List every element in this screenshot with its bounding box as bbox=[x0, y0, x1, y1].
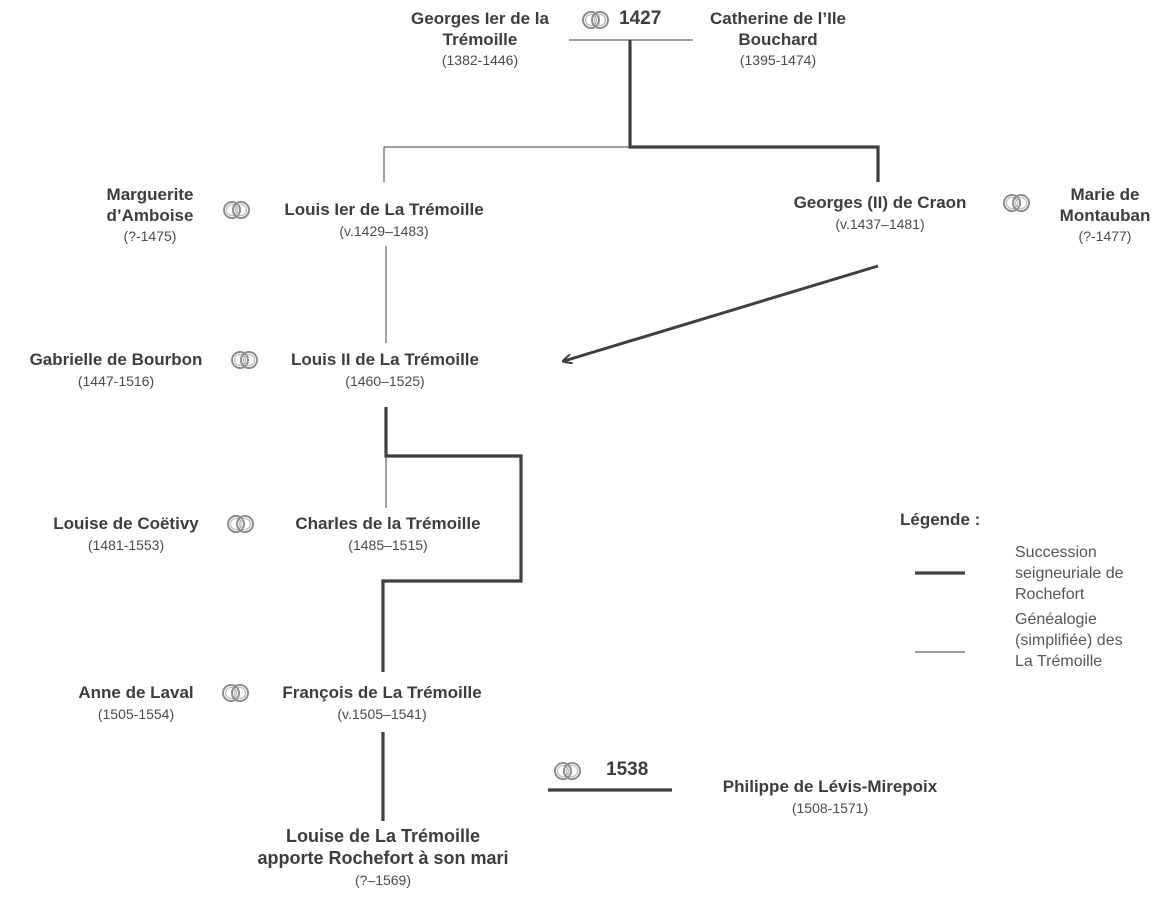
person-name: Louise de Coëtivy bbox=[53, 514, 199, 533]
person-gabrielle: Gabrielle de Bourbon (1447-1516) bbox=[6, 350, 226, 390]
person-name: Charles de la Trémoille bbox=[295, 514, 481, 533]
person-dates: (1382-1446) bbox=[441, 52, 519, 69]
legend-text-line: La Trémoille bbox=[1015, 652, 1103, 670]
wedding-rings-icon bbox=[554, 762, 581, 780]
succession-line-georges1-georges2 bbox=[628, 40, 880, 182]
person-name: Bouchard bbox=[738, 29, 818, 49]
person-name: Montauban bbox=[1059, 205, 1151, 225]
person-georges-ii: Georges (II) de Craon (v.1437–1481) bbox=[770, 193, 990, 233]
wedding-rings-icon bbox=[582, 11, 609, 29]
marriage-year-1538: 1538 bbox=[606, 759, 649, 780]
wedding-rings-icon bbox=[231, 351, 258, 369]
person-name: François de La Trémoille bbox=[282, 683, 482, 702]
person-georges-ier: Georges Ier de la Trémoille (1382-1446) bbox=[380, 9, 580, 70]
genealogy-line-georges1-louis1 bbox=[383, 146, 630, 182]
person-philippe: Philippe de Lévis-Mirepoix (1508-1571) bbox=[705, 777, 955, 817]
person-name: Marie de bbox=[1070, 185, 1140, 204]
person-name: Louise de La Trémoille bbox=[285, 826, 481, 846]
person-name: Catherine de l’Ile bbox=[709, 9, 847, 28]
person-dates: (?–1569) bbox=[354, 871, 412, 888]
person-charles: Charles de la Trémoille (1485–1515) bbox=[268, 514, 508, 554]
succession-line-louis2-francois bbox=[381, 407, 523, 672]
person-name: Anne de Laval bbox=[78, 683, 194, 702]
person-francois: François de La Trémoille (v.1505–1541) bbox=[262, 683, 502, 723]
person-name: d’Amboise bbox=[106, 205, 194, 225]
wedding-rings-icon bbox=[222, 684, 249, 702]
legend-text-line: Succession bbox=[1015, 544, 1097, 561]
person-dates: (v.1429–1483) bbox=[339, 222, 429, 239]
person-name: Marguerite bbox=[106, 185, 194, 204]
legend-text-line: seigneuriale de bbox=[1015, 564, 1124, 582]
person-dates: (v.1505–1541) bbox=[337, 705, 427, 722]
person-catherine: Catherine de l’Ile Bouchard (1395-1474) bbox=[688, 9, 868, 70]
person-anne-de-laval: Anne de Laval (1505-1554) bbox=[66, 683, 206, 723]
person-name: Trémoille bbox=[442, 29, 518, 49]
wedding-rings-icon bbox=[223, 201, 250, 219]
person-dates: (1460–1525) bbox=[345, 372, 425, 389]
person-dates: (1481-1553) bbox=[87, 536, 165, 553]
legend-text-line: (simplifiée) des bbox=[1015, 631, 1123, 649]
person-dates: (1447-1516) bbox=[77, 372, 155, 389]
person-louis-ii: Louis II de La Trémoille (1460–1525) bbox=[270, 350, 500, 390]
person-name: Georges Ier de la bbox=[411, 9, 549, 28]
succession-arrow-georges2-louis2 bbox=[564, 264, 879, 361]
person-louise-de-coetivy: Louise de Coëtivy (1481-1553) bbox=[36, 514, 216, 554]
person-louise-de-la-tremoille: Louise de La Trémoille apporte Rochefort… bbox=[228, 826, 538, 889]
person-name: Louis Ier de La Trémoille bbox=[284, 200, 484, 219]
legend-thick-label: Succession seigneuriale de Rochefort bbox=[1015, 543, 1124, 605]
legend-text-line: Rochefort bbox=[1015, 585, 1085, 603]
legend-title: Légende : bbox=[900, 510, 981, 529]
person-name: Philippe de Lévis-Mirepoix bbox=[722, 777, 938, 796]
wedding-rings-icon bbox=[1003, 194, 1030, 212]
person-marie: Marie de Montauban (?-1477) bbox=[1045, 185, 1165, 246]
marriage-year-1427: 1427 bbox=[619, 8, 662, 29]
person-dates: (?-1477) bbox=[1078, 228, 1132, 245]
person-dates: (1485–1515) bbox=[348, 536, 428, 553]
person-marguerite: Marguerite d’Amboise (?-1475) bbox=[80, 185, 220, 246]
person-dates: (1505-1554) bbox=[97, 705, 175, 722]
legend-thin-label: Généalogie (simplifiée) des La Trémoille bbox=[1015, 610, 1123, 672]
person-dates: (?-1475) bbox=[123, 228, 177, 245]
person-name: Louis II de La Trémoille bbox=[291, 350, 479, 369]
person-dates: (1395-1474) bbox=[739, 52, 817, 69]
person-louis-ier: Louis Ier de La Trémoille (v.1429–1483) bbox=[264, 200, 504, 240]
person-dates: (v.1437–1481) bbox=[835, 215, 925, 232]
person-name: apporte Rochefort à son mari bbox=[257, 847, 509, 868]
person-name: Gabrielle de Bourbon bbox=[29, 350, 203, 369]
wedding-rings-icon bbox=[227, 515, 254, 533]
person-name: Georges (II) de Craon bbox=[793, 193, 967, 212]
person-dates: (1508-1571) bbox=[791, 799, 869, 816]
legend-text-line: Généalogie bbox=[1015, 611, 1097, 628]
